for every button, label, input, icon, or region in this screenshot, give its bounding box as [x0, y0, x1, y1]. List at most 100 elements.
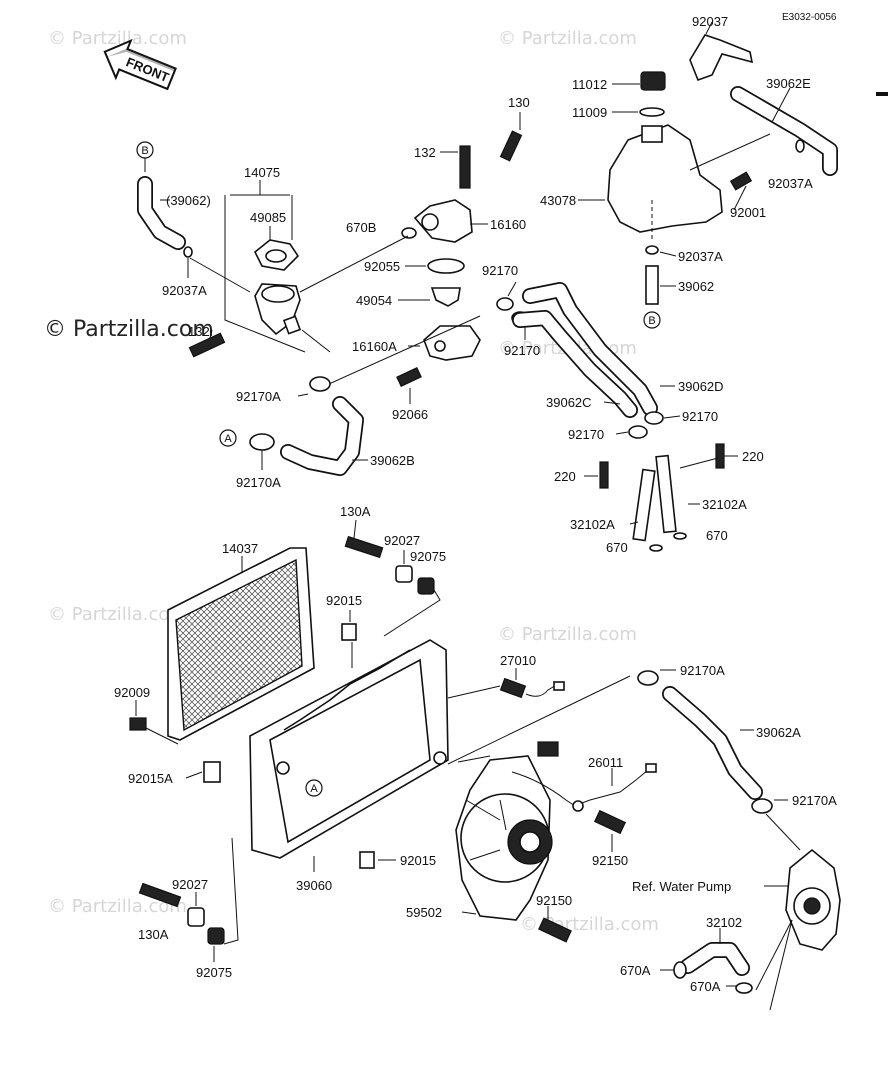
- label-670a-l: 670A: [620, 963, 651, 978]
- clip-92015: [341, 623, 357, 641]
- label-92170-r: 92170: [682, 409, 718, 424]
- clamp-92170-right: [644, 411, 664, 425]
- label-92015a: 92015A: [128, 771, 173, 786]
- label-670b: 670B: [346, 220, 376, 235]
- sensor-92066: [396, 367, 422, 387]
- grommet-92075-bottom: [207, 927, 225, 945]
- collar-92027-bottom: [187, 907, 205, 927]
- bolt-92150: [593, 809, 627, 835]
- front-arrow: FRONT: [103, 38, 177, 91]
- marker-b: [643, 311, 661, 329]
- collar-92027: [395, 565, 413, 583]
- label-92170a-4: 92170A: [792, 793, 837, 808]
- label-49054: 49054: [356, 293, 392, 308]
- bolt-220-left: [599, 461, 609, 489]
- label-92037a-tank: 92037A: [678, 249, 723, 264]
- thermostat-group: [396, 112, 529, 404]
- bolt-130a-bottom: [138, 882, 182, 908]
- label-92150-b: 92150: [536, 893, 572, 908]
- watermark-dark: © Partzilla.com: [44, 317, 214, 342]
- label-92037: 92037: [692, 14, 728, 29]
- label-92027: 92027: [384, 533, 420, 548]
- label-92170-r2: 92170: [568, 427, 604, 442]
- filler-housing-group: B: [136, 141, 306, 358]
- watermark: © Partzilla.com: [48, 896, 187, 917]
- wire-26011: [573, 769, 649, 807]
- label-670a-r: 670A: [690, 979, 721, 994]
- label-92150: 92150: [592, 853, 628, 868]
- radiator-group: A: [129, 519, 449, 962]
- reservoir-neck: [641, 125, 663, 143]
- label-92027-bottom: 92027: [172, 877, 208, 892]
- bolt-92009: [129, 717, 147, 731]
- pipe-32102a: [632, 468, 656, 542]
- label-92015-bottom: 92015: [400, 853, 436, 868]
- label-92170a: 92170A: [236, 389, 281, 404]
- label-670-r: 670: [706, 528, 728, 543]
- label-92075: 92075: [410, 549, 446, 564]
- reservoir-tank: [607, 124, 723, 233]
- label-92037a-left: 92037A: [162, 283, 207, 298]
- bolt-92001: [729, 171, 753, 191]
- marker-a-text: A: [310, 783, 318, 795]
- label-14075: 14075: [244, 165, 280, 180]
- fan-switch-group: [447, 668, 565, 699]
- label-132-left: 132: [188, 324, 210, 339]
- label-39062d: 39062D: [678, 379, 724, 394]
- thermostat-housing: [413, 199, 473, 243]
- bolt-92150-bottom: [538, 917, 572, 943]
- bolt-220-right: [715, 443, 725, 469]
- label-130: 130: [508, 95, 530, 110]
- clamp-92170a-pump: [751, 798, 773, 814]
- label-39060: 39060: [296, 878, 332, 893]
- label-11009: 11009: [572, 105, 607, 120]
- label-32102a-l: 32102A: [570, 517, 615, 532]
- label-32102a-r: 32102A: [702, 497, 747, 512]
- watermark: © Partzilla.com: [498, 624, 637, 645]
- label-49085: 49085: [250, 210, 286, 225]
- label-water-pump: Ref. Water Pump: [632, 879, 731, 894]
- label-43078: 43078: [540, 193, 576, 208]
- clip-92015-bottom: [359, 851, 375, 869]
- label-16160: 16160: [490, 217, 526, 232]
- label-92170-2: 92170: [504, 343, 540, 358]
- hose-39062b-group: A: [219, 376, 368, 476]
- clamp-92170a: [309, 376, 331, 392]
- label-39062b: 39062B: [370, 453, 415, 468]
- gasket-92055: [427, 258, 465, 274]
- label-92075-bottom: 92075: [196, 965, 232, 980]
- pipe-group: [584, 443, 738, 552]
- clamp-92037a-tank: [645, 245, 659, 255]
- o-ring-670: [673, 532, 687, 540]
- label-92170a-3: 92170A: [680, 663, 725, 678]
- label-130a-bottom: 130A: [138, 927, 169, 942]
- label-92001: 92001: [730, 205, 766, 220]
- marker-b-text: B: [141, 145, 148, 157]
- fan-connector: [537, 741, 559, 757]
- clamp-92170-right: [628, 425, 648, 439]
- label-27010: 27010: [500, 653, 536, 668]
- edge-mark: [876, 92, 888, 96]
- clip-92015a: [203, 761, 221, 783]
- label-130a: 130A: [340, 504, 371, 519]
- label-92037a: 92037A: [768, 176, 813, 191]
- cap-gasket: [639, 107, 665, 117]
- label-92170: 92170: [482, 263, 518, 278]
- thermostat-49054: [430, 287, 461, 307]
- marker-b-text: B: [648, 315, 655, 327]
- fan-assembly-group: [455, 741, 657, 943]
- o-ring-670: [649, 544, 663, 552]
- clamp-92170a-hose: [637, 670, 659, 686]
- clamp-92037a-left: [183, 246, 193, 258]
- label-16160a: 16160A: [352, 339, 397, 354]
- clamp-92037a: [795, 139, 805, 153]
- label-220-l: 220: [554, 469, 576, 484]
- label-670-l: 670: [606, 540, 628, 555]
- label-26011: 26011: [588, 755, 623, 770]
- marker-a: [219, 429, 237, 447]
- bolt-132: [459, 145, 471, 189]
- label-92015: 92015: [326, 593, 362, 608]
- bracket-92037: [689, 34, 754, 82]
- reservoir-cap: [640, 71, 666, 91]
- grommet-92075: [417, 577, 435, 595]
